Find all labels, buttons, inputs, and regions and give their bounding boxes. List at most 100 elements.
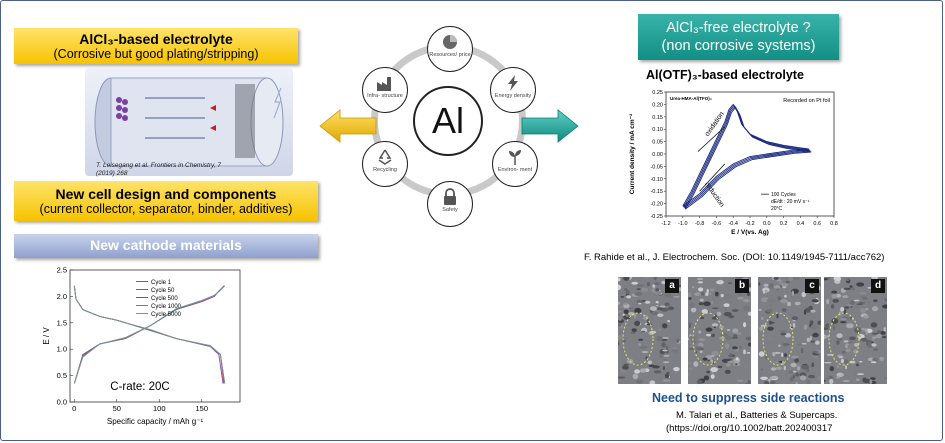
sem-grain <box>862 317 865 321</box>
recycle-icon <box>378 149 392 165</box>
sem-grain <box>638 342 641 347</box>
sem-grain <box>780 283 789 287</box>
sem-grain <box>742 296 750 299</box>
sem-grain <box>831 290 838 294</box>
sem-grain <box>708 292 712 295</box>
sem-grain <box>746 352 751 354</box>
sem-grain <box>790 362 797 368</box>
sem-photo-a: a <box>618 277 681 384</box>
sem-grain <box>768 283 773 289</box>
sem-grain <box>871 343 877 347</box>
capacity-series-line <box>73 285 226 384</box>
sem-photo-d: d <box>824 277 887 384</box>
sem-grain <box>856 373 865 375</box>
sem-grain <box>710 288 715 292</box>
sem-grain <box>764 381 770 384</box>
sem-grain <box>745 336 751 341</box>
sem-grain <box>626 295 632 299</box>
sem-grain <box>845 348 851 353</box>
sem-grain <box>811 362 815 368</box>
cv-y-tick-label: 0.20 <box>652 102 663 108</box>
cv-y-tick-label: 0.25 <box>652 90 663 96</box>
cv-x-tick-label: 0.2 <box>780 221 788 227</box>
sem-grain <box>806 337 810 343</box>
sem-grain <box>710 374 715 379</box>
cathode-banner: New cathode materials <box>14 234 318 258</box>
sem-grain <box>618 323 622 327</box>
sem-grain <box>867 301 870 306</box>
sem-grain <box>726 363 731 367</box>
sem-grain <box>883 343 887 347</box>
sem-grain <box>654 290 662 295</box>
sem-grain <box>676 338 680 343</box>
sem-grain <box>710 355 715 357</box>
sem-photo-b: b <box>688 277 751 384</box>
node-safety-label: Safety <box>442 207 458 213</box>
sem-grain <box>853 299 860 302</box>
sem-grain <box>817 321 821 325</box>
sem-grain <box>869 379 873 384</box>
sem-grain <box>831 293 838 299</box>
node-infrastructure-label: Infra- structure <box>367 93 403 99</box>
capacity-x-tick-label: 50 <box>113 404 121 413</box>
sem-grain <box>818 353 821 359</box>
sem-grain <box>791 355 799 359</box>
sem-grain <box>875 334 882 339</box>
sem-grain <box>831 304 835 309</box>
sem-grain <box>618 284 622 291</box>
sem-grain <box>743 299 750 303</box>
sem-grain <box>780 299 788 304</box>
sem-grain <box>803 324 808 330</box>
talari-citation-line1: M. Talari et al., Batteries & Supercaps. <box>676 410 838 421</box>
cv-legend-entry: dE/dt : 20 mV s⁻¹ <box>771 199 810 205</box>
sem-grain <box>836 372 844 377</box>
sem-grain <box>697 348 705 351</box>
sem-grain <box>865 330 868 335</box>
sem-grain <box>639 346 647 349</box>
sem-grain <box>703 375 710 381</box>
node-energy-label: Energy density <box>494 93 532 99</box>
sem-grain <box>652 365 660 369</box>
sem-grain <box>659 305 666 308</box>
sem-grain <box>667 306 674 311</box>
sem-grain <box>810 309 816 313</box>
sem-grain <box>871 332 880 335</box>
sem-grain <box>816 319 821 322</box>
sem-grain <box>836 340 840 345</box>
sem-grain <box>640 287 649 292</box>
cv-series-line <box>683 104 810 208</box>
sem-grain <box>691 307 697 313</box>
cathode-banner-title: New cathode materials <box>90 237 242 253</box>
sem-grain <box>860 308 866 313</box>
cv-legend-entry: 100 Cycles <box>771 192 796 198</box>
sem-grain <box>631 328 637 332</box>
sem-grain <box>779 277 782 279</box>
capacity-x-tick-label: 150 <box>195 404 208 413</box>
capacity-series-line <box>73 285 226 384</box>
sem-grain <box>797 365 801 371</box>
sem-grain <box>764 289 768 293</box>
node-resources: Resources/ price <box>427 26 473 72</box>
sem-grain <box>871 306 879 312</box>
sem-grain <box>636 284 644 287</box>
sem-grain <box>656 336 663 342</box>
sem-grain <box>882 304 887 309</box>
node-recycling-label: Recycling <box>373 167 397 173</box>
sem-grain <box>842 380 850 382</box>
sem-grain <box>618 376 626 379</box>
sem-grain <box>870 322 878 328</box>
cv-y-tick-label: -0.15 <box>650 189 663 195</box>
sem-grain <box>872 357 878 362</box>
capacity-x-axis-label: Specific capacity / mAh g⁻¹ <box>107 417 204 426</box>
sem-grain <box>623 303 628 306</box>
sem-grain <box>791 316 799 321</box>
sem-grain <box>624 288 628 292</box>
sem-grain <box>787 301 791 307</box>
cv-y-tick-label: -0.10 <box>650 177 663 183</box>
cell-design-title: New cell design and components <box>55 186 277 202</box>
sem-grain <box>652 284 656 288</box>
citation-leisegang-line2: (2019) 268 <box>96 170 128 177</box>
cv-x-tick-label: -0.2 <box>745 221 754 227</box>
sem-grain <box>698 302 704 306</box>
citation-leisegang-line1: T. Leisegang et al. Frontiers in Chemist… <box>96 162 222 169</box>
